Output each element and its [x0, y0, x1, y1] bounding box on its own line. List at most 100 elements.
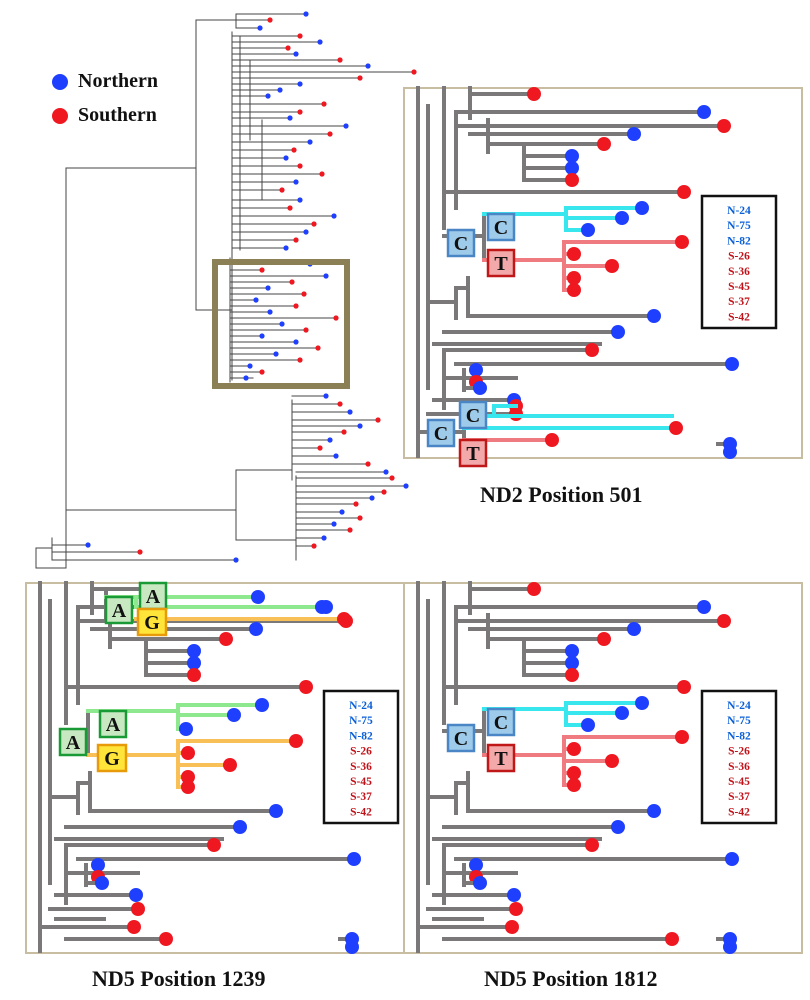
- tip-dot: [723, 940, 737, 954]
- caption-nd2-position-501: ND2 Position 501: [480, 482, 643, 507]
- sample-label-s-42: S-42: [728, 806, 750, 818]
- tip-dot: [375, 417, 381, 423]
- tip-dot: [181, 746, 195, 760]
- tip-dot: [279, 187, 285, 193]
- tip-dot: [507, 888, 521, 902]
- tip-dot: [247, 363, 253, 369]
- tip-dot: [227, 708, 241, 722]
- base-label-t: T: [466, 443, 480, 465]
- base-label-c: C: [466, 405, 480, 427]
- sample-label-n-75: N-75: [727, 715, 751, 727]
- tip-dot: [635, 696, 649, 710]
- sample-label-s-26: S-26: [350, 746, 372, 758]
- tip-dot: [337, 612, 351, 626]
- tip-dot: [357, 515, 363, 521]
- tip-dot: [303, 229, 309, 235]
- tip-dot: [527, 582, 541, 596]
- tip-dot: [365, 461, 371, 467]
- tip-dot: [723, 445, 737, 459]
- tip-dot: [85, 542, 91, 548]
- tip-dot: [179, 722, 193, 736]
- tip-dot: [283, 245, 289, 251]
- tip-dot: [297, 33, 303, 39]
- tip-dot: [267, 17, 273, 23]
- tip-dot: [259, 267, 265, 273]
- tip-dot: [289, 734, 303, 748]
- base-label-a-box: [104, 595, 134, 625]
- tip-dot: [585, 838, 599, 852]
- tip-dot: [317, 445, 323, 451]
- sample-label-s-26: S-26: [728, 251, 750, 263]
- tip-dot: [253, 297, 259, 303]
- tip-dot: [647, 309, 661, 323]
- tip-dot: [293, 339, 299, 345]
- tip-dot: [389, 475, 395, 481]
- tip-dot: [321, 535, 327, 541]
- tip-dot: [233, 557, 239, 563]
- tip-dot: [411, 69, 417, 75]
- tip-dot: [181, 770, 195, 784]
- base-label-a-box: [98, 709, 128, 739]
- base-label-c-box: [426, 418, 456, 448]
- sample-label-box: [700, 194, 778, 330]
- tip-dot: [725, 357, 739, 371]
- tip-dot: [347, 852, 361, 866]
- tip-dot: [265, 93, 271, 99]
- tip-dot: [307, 139, 313, 145]
- zoom-region-box: [212, 259, 350, 389]
- tip-dot: [567, 742, 581, 756]
- tip-dot: [677, 680, 691, 694]
- base-label-c: C: [434, 423, 448, 445]
- base-label-a-box: [58, 727, 88, 757]
- tip-dot: [697, 600, 711, 614]
- tip-dot: [159, 932, 173, 946]
- tip-dot: [297, 197, 303, 203]
- tip-dot: [273, 351, 279, 357]
- tip-dot: [343, 123, 349, 129]
- base-label-g: G: [104, 748, 120, 770]
- tip-dot: [315, 345, 321, 351]
- tip-dot: [259, 333, 265, 339]
- sample-label-s-36: S-36: [350, 761, 372, 773]
- tip-dot: [381, 489, 387, 495]
- tip-dot: [323, 273, 329, 279]
- tip-dot: [611, 820, 625, 834]
- tip-dot: [331, 213, 337, 219]
- base-label-c-box: [446, 723, 476, 753]
- tip-dot: [403, 483, 409, 489]
- base-label-t-box: [486, 248, 516, 278]
- tip-dot: [473, 876, 487, 890]
- sample-label-n-24: N-24: [349, 700, 373, 712]
- tip-dot: [259, 369, 265, 375]
- sample-label-s-36: S-36: [728, 266, 750, 278]
- base-label-t-box: [458, 438, 488, 468]
- tip-dot: [293, 179, 299, 185]
- tip-dot: [131, 902, 145, 916]
- tip-dot: [181, 780, 195, 794]
- tip-dot: [289, 279, 295, 285]
- base-label-t: T: [494, 748, 508, 770]
- sample-label-s-45: S-45: [728, 776, 750, 788]
- tip-dot: [311, 221, 317, 227]
- tip-dot: [285, 45, 291, 51]
- tip-dot: [505, 920, 519, 934]
- sample-label-n-24: N-24: [727, 700, 751, 712]
- legend-label-northern: Northern: [78, 70, 158, 92]
- southern-dot-icon: [52, 108, 68, 124]
- tip-dot: [187, 656, 201, 670]
- legend-label-southern: Southern: [78, 104, 157, 126]
- tip-dot: [297, 357, 303, 363]
- sample-label-n-75: N-75: [349, 715, 373, 727]
- tip-dot: [725, 852, 739, 866]
- tip-dot: [675, 235, 689, 249]
- tip-dot: [567, 778, 581, 792]
- tip-dot: [269, 804, 283, 818]
- tip-dot: [297, 81, 303, 87]
- tip-dot: [565, 149, 579, 163]
- tip-dot: [675, 730, 689, 744]
- base-label-a: A: [146, 586, 161, 608]
- tip-dot: [585, 343, 599, 357]
- sample-label-s-37: S-37: [728, 791, 750, 803]
- tip-dot: [187, 668, 201, 682]
- tip-dot: [565, 668, 579, 682]
